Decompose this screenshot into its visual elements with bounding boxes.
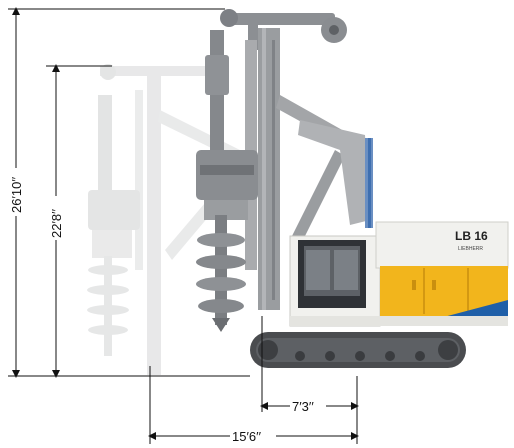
brand-label: LIEBHERR <box>458 246 483 252</box>
model-label: LB 16 <box>455 229 488 243</box>
retracted-height-label: 22′8′′ <box>49 208 64 238</box>
upper-carriage: LB 16 LIEBHERR <box>289 221 509 327</box>
overall-height-label: 26′10′′ <box>9 176 24 213</box>
kinematic-struts <box>276 95 373 246</box>
dimension-labels: 26′10′′ 22′8′′ 7′3′′ 15′6′′ <box>6 168 326 444</box>
crawler-track-icon <box>250 332 466 368</box>
rotary-drive <box>196 30 258 220</box>
top-sheave-boom <box>220 9 347 50</box>
auger-icon <box>196 215 246 332</box>
track-offset-label: 7′3′′ <box>292 399 314 414</box>
working-radius-label: 15′6′′ <box>232 429 262 444</box>
ghost-auger-icon <box>87 256 129 356</box>
